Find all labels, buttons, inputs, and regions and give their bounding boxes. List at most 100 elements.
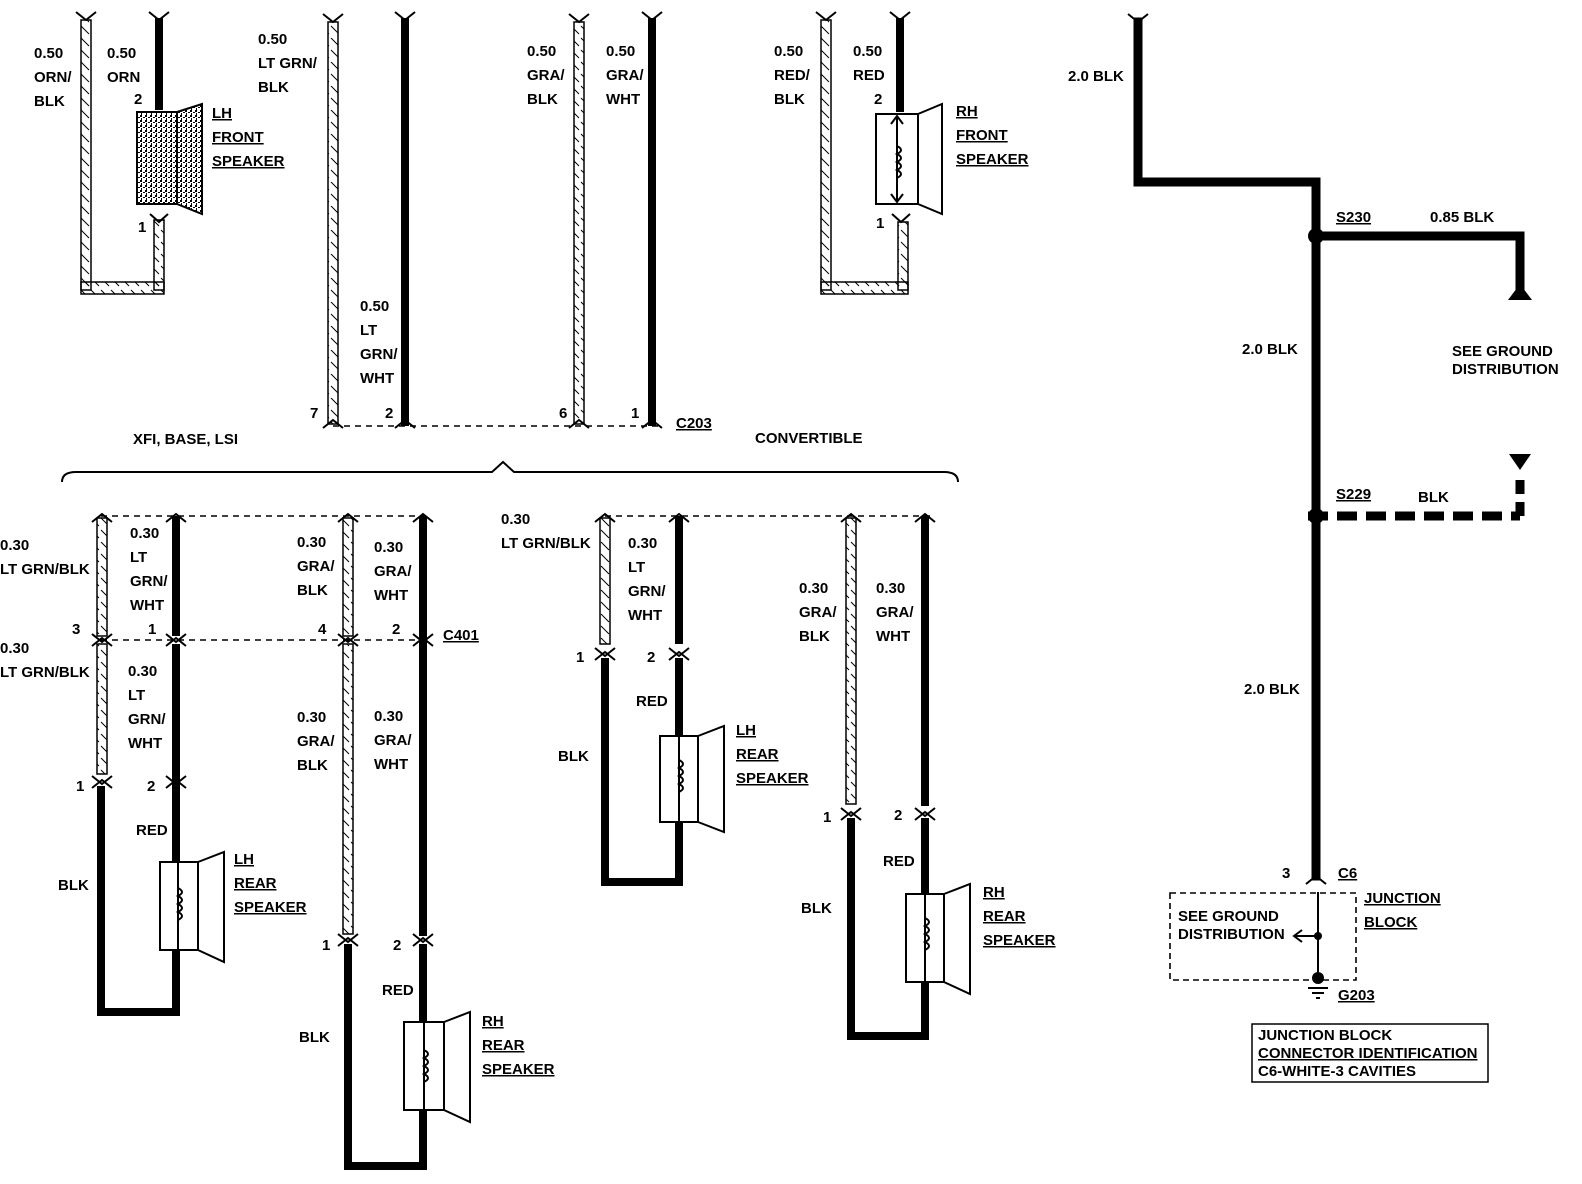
ll-lower-wire4-gauge: 0.30 (374, 708, 403, 725)
lm-rh-rear-title-3: SPEAKER (983, 932, 1056, 949)
c401-pin-3: 3 (72, 621, 80, 638)
s230-branch-wire-label: 0.85 BLK (1430, 209, 1494, 226)
ll-upper-wire4-color-b: WHT (374, 587, 408, 604)
ll-upper-wire2-color-a: LT (130, 549, 147, 566)
ll-upper-wire3-color-b: BLK (297, 582, 328, 599)
junction-block-label-1: JUNCTION (1364, 890, 1441, 907)
lm-wire2-gauge: 0.30 (628, 535, 657, 552)
ll-lower-wire4-color-a: GRA/ (374, 732, 412, 749)
ltgrn-lower-gauge: 0.50 (360, 298, 389, 315)
lh-front-wire2-gauge: 0.50 (107, 45, 136, 62)
lm-wire2-color-b: GRN/ (628, 583, 666, 600)
ll-lower-wire4-color-b: WHT (374, 756, 408, 773)
ll-rh-rear-blk: BLK (299, 1029, 330, 1046)
lm-lh-rear-red: RED (636, 693, 668, 710)
ll-lower-wire3-color-a: GRA/ (297, 733, 335, 750)
lower-mid-rear-circuits (594, 512, 971, 1040)
rh-front-wire2-gauge: 0.50 (853, 43, 882, 60)
ltgrn-lower-color-c: WHT (360, 370, 394, 387)
see-ground-distribution-1b: DISTRIBUTION (1452, 361, 1559, 378)
connector-id-line-1: JUNCTION BLOCK (1258, 1027, 1392, 1044)
variant-label-convertible: CONVERTIBLE (755, 430, 863, 447)
lh-front-wire1-color-b: BLK (34, 93, 65, 110)
lm-rh-rear-title-2: REAR (983, 908, 1026, 925)
ll-lh-rear-red: RED (136, 822, 168, 839)
lm-wire2-color-a: LT (628, 559, 645, 576)
ltgrn-upper-color-b: BLK (258, 79, 289, 96)
lm-lh-rear-blk: BLK (558, 748, 589, 765)
lm-wire3-color-a: GRA/ (799, 604, 837, 621)
rh-front-wire1-color-b: BLK (774, 91, 805, 108)
c203-feed-wires (322, 11, 663, 429)
lm-rh-rear-pin1: 1 (823, 809, 831, 826)
rh-front-wire1-color-a: RED/ (774, 67, 811, 84)
ll-lh-rear-pin2: 2 (147, 778, 155, 795)
ll-upper-wire4-color-a: GRA/ (374, 563, 412, 580)
lh-front-wire1-gauge: 0.50 (34, 45, 63, 62)
lm-lh-rear-title-2: REAR (736, 746, 779, 763)
rh-front-speaker-title-3: SPEAKER (956, 151, 1029, 168)
ltgrn-upper-gauge: 0.50 (258, 31, 287, 48)
ll-lower-wire3-color-b: BLK (297, 757, 328, 774)
lh-front-wire1-color-a: ORN/ (34, 69, 72, 86)
ll-rh-rear-title-3: SPEAKER (482, 1061, 555, 1078)
ll-lower-wire2-gauge: 0.30 (128, 663, 157, 680)
ground-mid-wire-label: 2.0 BLK (1242, 341, 1298, 358)
ll-lower-wire2-color-a: LT (128, 687, 145, 704)
ll-upper-wire3-color-a: GRA/ (297, 558, 335, 575)
lm-wire1-color: LT GRN/BLK (501, 535, 591, 552)
ground-low-wire-label: 2.0 BLK (1244, 681, 1300, 698)
ll-lh-rear-pin1: 1 (76, 778, 84, 795)
junction-block-label-2: BLOCK (1364, 914, 1417, 931)
ll-rh-rear-pin1: 1 (322, 937, 330, 954)
lm-lh-rear-pin1: 1 (576, 649, 584, 666)
c203-connector-label: C203 (676, 415, 712, 432)
see-ground-distribution-1a: SEE GROUND (1452, 343, 1553, 360)
lm-wire1-gauge: 0.30 (501, 511, 530, 528)
lh-front-pin1: 1 (138, 219, 146, 236)
ltgrn-upper-color-a: LT GRN/ (258, 55, 318, 72)
c401-pin-4: 4 (318, 621, 327, 638)
ground-top-wire-label: 2.0 BLK (1068, 68, 1124, 85)
lm-wire3-color-b: BLK (799, 628, 830, 645)
lh-front-speaker-title-1: LH (212, 105, 232, 122)
c6-connector-label: C6 (1338, 865, 1357, 882)
c401-pin-1: 1 (148, 621, 156, 638)
ll-lh-rear-title-3: SPEAKER (234, 899, 307, 916)
connector-id-line-2: CONNECTOR IDENTIFICATION (1258, 1045, 1477, 1062)
ll-lh-rear-blk: BLK (58, 877, 89, 894)
ll-upper-wire2-gauge: 0.30 (130, 525, 159, 542)
ll-lh-rear-title-2: REAR (234, 875, 277, 892)
lm-wire4-color-a: GRA/ (876, 604, 914, 621)
lm-rh-rear-red: RED (883, 853, 915, 870)
jb-see-ground-1: SEE GROUND (1178, 908, 1279, 925)
ltgrn-lower-color-b: GRN/ (360, 346, 398, 363)
variant-brace (61, 460, 959, 483)
lm-lh-rear-title-3: SPEAKER (736, 770, 809, 787)
lh-front-speaker-title-2: FRONT (212, 129, 264, 146)
lm-rh-rear-pin2: 2 (894, 807, 902, 824)
lm-wire4-gauge: 0.30 (876, 580, 905, 597)
ll-lower-wire1-gauge: 0.30 (0, 640, 29, 657)
ll-rh-rear-title-1: RH (482, 1013, 504, 1030)
ll-lower-wire3-gauge: 0.30 (297, 709, 326, 726)
variant-label-xfi-base-lsi: XFI, BASE, LSI (133, 431, 238, 448)
ll-upper-wire2-color-b: GRN/ (130, 573, 168, 590)
rh-front-wire2-color: RED (853, 67, 885, 84)
lm-lh-rear-pin2: 2 (647, 649, 655, 666)
gra-blk-gauge: 0.50 (527, 43, 556, 60)
lm-wire2-color-c: WHT (628, 607, 662, 624)
lm-wire3-gauge: 0.30 (799, 580, 828, 597)
lower-left-rear-circuits (91, 512, 471, 1170)
lh-front-wire2-color: ORN (107, 69, 140, 86)
jb-see-ground-2: DISTRIBUTION (1178, 926, 1285, 943)
gra-wht-gauge: 0.50 (606, 43, 635, 60)
gra-wht-color-a: GRA/ (606, 67, 644, 84)
rh-front-speaker-title-1: RH (956, 103, 978, 120)
gra-wht-color-b: WHT (606, 91, 640, 108)
s229-wire-label: BLK (1418, 489, 1449, 506)
rh-front-wire1-gauge: 0.50 (774, 43, 803, 60)
c6-pin-3: 3 (1282, 865, 1290, 882)
